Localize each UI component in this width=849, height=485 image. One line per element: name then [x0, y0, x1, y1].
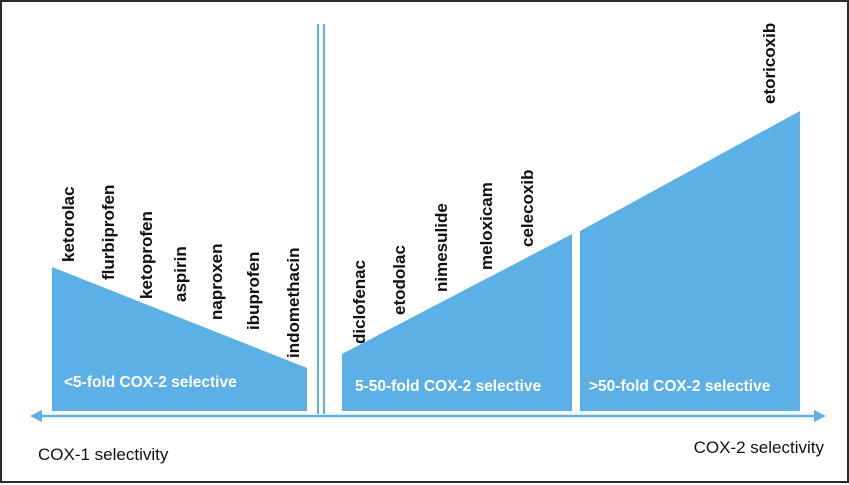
axis-label-cox1: COX-1 selectivity: [38, 445, 169, 464]
group-label-mid: 5-50-fold COX-2 selective: [355, 378, 541, 395]
drug-label-nimesulide: nimesulide: [432, 203, 451, 292]
group-3-shape: [580, 111, 800, 411]
drug-label-etodolac: etodolac: [390, 245, 409, 315]
axis-label-cox2: COX-2 selectivity: [694, 438, 825, 457]
drug-label-naproxen: naproxen: [207, 243, 226, 320]
drug-label-ketoprofen: ketoprofen: [137, 211, 156, 299]
drug-label-indomethacin: indomethacin: [284, 247, 303, 358]
drug-label-meloxicam: meloxicam: [477, 182, 496, 270]
selectivity-axis: [30, 410, 826, 422]
group-1-shape: [52, 267, 307, 411]
axis-arrow-right: [814, 410, 826, 422]
drug-label-aspirin: aspirin: [171, 246, 190, 302]
group-label-high: >50-fold COX-2 selective: [589, 378, 771, 395]
drug-label-ibuprofen: ibuprofen: [244, 252, 263, 330]
drug-label-flurbiprofen: flurbiprofen: [99, 185, 118, 280]
drug-label-etoricoxib: etoricoxib: [760, 23, 779, 104]
drug-label-diclofenac: diclofenac: [350, 260, 369, 344]
group-label-low: <5-fold COX-2 selective: [64, 374, 237, 391]
drug-label-ketorolac: ketorolac: [59, 186, 78, 262]
group-2-shape: [342, 234, 572, 411]
divider-double-line: [317, 24, 325, 414]
axis-arrow-left: [30, 410, 42, 422]
drug-label-celecoxib: celecoxib: [518, 170, 537, 248]
